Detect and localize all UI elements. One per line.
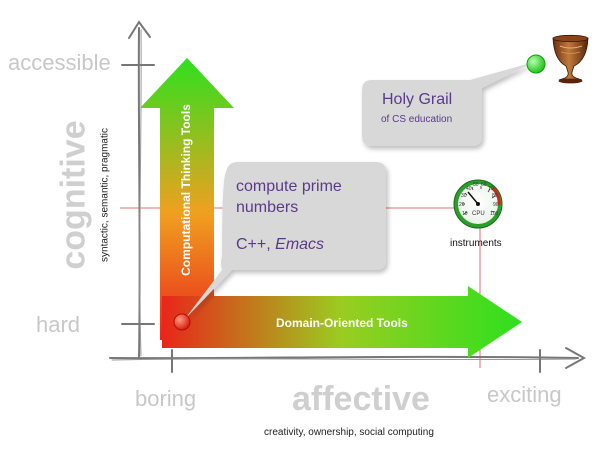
gauge-tick: 80 (492, 193, 498, 199)
start-callout-line1: compute prime (236, 178, 342, 195)
y-axis-title: cognitive (54, 120, 93, 270)
start-callout-bubble (184, 162, 386, 320)
x-axis-high-label: exciting (487, 382, 562, 407)
gauge-caption: instruments (450, 238, 502, 249)
x-axis-low-label: boring (135, 386, 197, 411)
start-callout-tools-prefix: C++, (236, 236, 276, 253)
domain-oriented-arrow (162, 286, 522, 358)
y-axis-low-label: hard (36, 312, 81, 337)
goal-callout-title: Holy Grail (382, 91, 453, 108)
gauge-tick: 100 (490, 211, 499, 217)
goal-callout-bubble (362, 62, 534, 146)
goal-callout-subtitle: of CS education (381, 114, 453, 125)
gauge-unit: CPU (472, 211, 485, 217)
gauge-tick: 30 (461, 193, 467, 199)
domain-oriented-label: Domain-Oriented Tools (276, 316, 408, 330)
gauge-tick: 60 (481, 182, 487, 188)
y-axis-subtitle: syntactic, semantic, pragmatic (99, 128, 111, 262)
gauge-tick: 40 (466, 186, 472, 192)
x-axis-title: affective (292, 380, 430, 418)
gauge-tick: 50 (473, 182, 479, 188)
goal-dot (526, 54, 546, 74)
y-axis (128, 20, 151, 359)
gauge-tick: 70 (488, 186, 494, 192)
x-axis (109, 347, 587, 369)
start-callout-tools-emph: Emacs (275, 236, 325, 253)
gauge-tick: 20 (459, 202, 465, 208)
start-callout-tools: C++, Emacs (236, 236, 324, 254)
y-axis-high-label: accessible (8, 50, 111, 75)
x-axis-subtitle: creativity, ownership, social computing (264, 427, 434, 438)
holy-grail-cup-icon (552, 34, 589, 84)
start-dot (173, 313, 191, 331)
cpu-gauge-icon (453, 179, 503, 229)
start-callout-line2: numbers (236, 199, 299, 216)
gauge-tick: 90 (493, 202, 499, 208)
computational-thinking-label: Computational Thinking Tools (179, 104, 193, 276)
computational-thinking-arrow (140, 58, 234, 340)
gauge-tick: 10 (462, 211, 468, 217)
